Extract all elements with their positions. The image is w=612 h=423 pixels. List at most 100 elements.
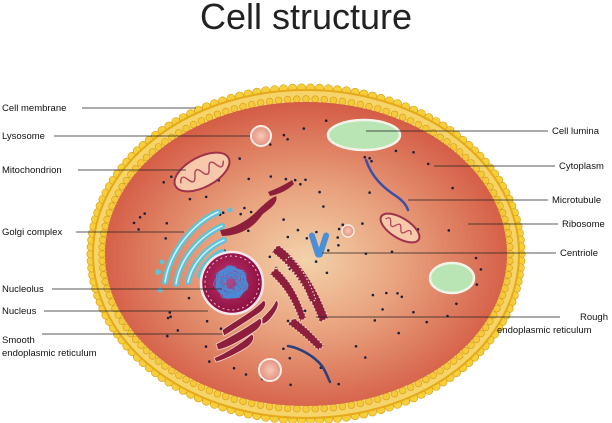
membrane-bead [320, 404, 328, 413]
membrane-bead [114, 189, 123, 197]
membrane-bead [311, 405, 319, 413]
ribosome-dot [337, 227, 341, 231]
ribosome-dot [166, 334, 169, 338]
membrane-bead [365, 102, 373, 111]
cell-lumina-small [428, 261, 476, 295]
ribosome-dot [205, 319, 209, 323]
lysosome-bottom [258, 358, 282, 382]
membrane-bead [436, 133, 444, 142]
ribosome-dot [296, 228, 300, 232]
membrane-bead [505, 264, 513, 272]
label-nucleolus: Nucleolus [2, 284, 44, 295]
ribosome-dot [286, 235, 290, 239]
ribosome-dot [364, 356, 367, 359]
ribosome-dot [288, 356, 292, 360]
membrane-bead [98, 257, 106, 265]
ribosome-dot [337, 382, 341, 386]
ribosome-dot [188, 197, 192, 201]
ribosome-dot [363, 155, 367, 159]
ribosome-dot [371, 293, 375, 297]
ribosome-dot [368, 191, 371, 194]
membrane-bead [114, 311, 123, 319]
membrane-bead [477, 329, 485, 338]
ribosome-dot [337, 244, 340, 247]
membrane-bead [443, 362, 451, 370]
membrane-bead [99, 264, 107, 272]
label-nucleus: Nucleus [2, 306, 37, 317]
ribosome-dot [282, 347, 285, 351]
er-strands-upper [220, 180, 294, 236]
ribosome-dot [412, 310, 415, 314]
membrane-bead [311, 95, 319, 103]
membrane-bead [477, 170, 485, 179]
membrane-bead [154, 143, 163, 151]
membrane-bead [103, 215, 111, 224]
leader-lines [42, 107, 560, 335]
membrane-bead [293, 95, 301, 103]
membrane-bead [293, 405, 301, 413]
membrane-bead [443, 138, 451, 146]
ribosome-dot [425, 320, 429, 324]
ribosome-dot [208, 360, 211, 363]
membrane-bead [148, 352, 157, 360]
ribosome-dots [132, 119, 483, 387]
membrane-bead [122, 176, 131, 185]
ribosome-dot [361, 222, 364, 225]
membrane-bead [506, 243, 514, 251]
membrane-bead [256, 99, 265, 107]
ribosome-dot [293, 178, 297, 182]
ribosome-dot [381, 308, 384, 311]
cell-membrane-beads-inner [98, 95, 514, 413]
ribosome-dot [269, 175, 273, 178]
page-title: Cell structure [199, 0, 413, 37]
membrane-bead [127, 329, 135, 338]
ribosome-dot [304, 178, 307, 182]
ribosome-dot [451, 186, 454, 190]
ribosome-dot [302, 127, 306, 130]
membrane-bead [127, 170, 135, 179]
ribosome-dot [299, 182, 302, 186]
ribosome-dot [390, 250, 394, 254]
membrane-bead [122, 323, 131, 332]
membrane-bead [230, 105, 239, 113]
membrane-bead [472, 335, 480, 344]
ribosome-dot [354, 345, 358, 348]
ribosome-dot [400, 295, 404, 299]
membrane-bead [347, 99, 356, 107]
membrane-bead [248, 399, 256, 408]
ribosome-dot [455, 302, 458, 306]
membrane-bead [501, 215, 509, 224]
ribosome-dot [327, 249, 330, 252]
membrane-bead [175, 371, 183, 379]
ribosome-dot [166, 316, 170, 320]
membrane-bead [472, 164, 480, 173]
ribosome-dot [164, 237, 167, 240]
membrane-bead [504, 229, 512, 237]
membrane-bead [118, 317, 126, 325]
membrane-bead [481, 176, 490, 185]
ribosome-dot [447, 229, 451, 232]
label-microtubule: Microtubule [552, 195, 601, 206]
membrane-bead [461, 153, 470, 162]
label-centriole: Centriole [560, 248, 598, 259]
rough-endoplasmic-reticulum [269, 244, 329, 351]
ribosome-dot [373, 319, 377, 322]
ribosome-dot [370, 159, 373, 163]
membrane-bead [436, 367, 444, 375]
microtubule [364, 158, 410, 212]
membrane-bead [98, 243, 106, 251]
lysosome [250, 125, 272, 147]
membrane-bead [329, 96, 338, 105]
membrane-bead [481, 323, 490, 332]
ribosome-dot [315, 230, 318, 234]
membrane-bead [329, 403, 338, 412]
membrane-bead [142, 346, 151, 355]
ribosome-dot [479, 268, 483, 271]
nucleolus-chromatin [212, 265, 249, 300]
membrane-bead [467, 341, 475, 349]
ribosome-dot [474, 256, 478, 260]
membrane-bead [422, 375, 430, 384]
ribosome-dot [341, 223, 345, 226]
label-mitochondrion: Mitochondrion [2, 165, 62, 176]
ribosome-dot [165, 222, 169, 225]
